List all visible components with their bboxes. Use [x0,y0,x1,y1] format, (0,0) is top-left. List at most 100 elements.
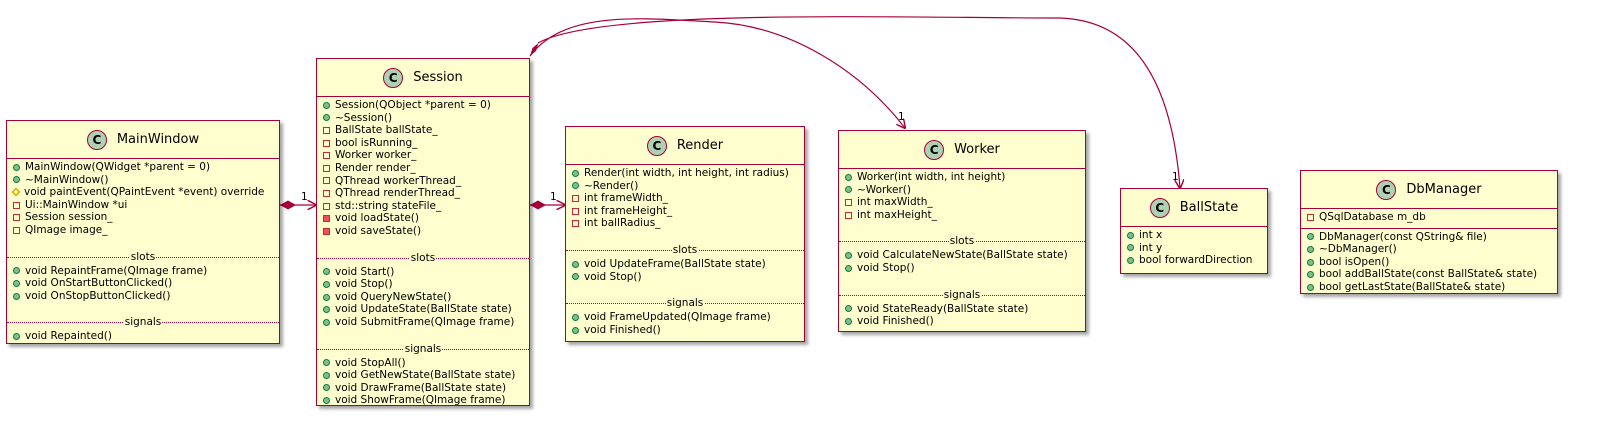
private-icon [572,194,579,202]
private-icon [13,214,20,222]
public-icon [1307,271,1314,279]
signals-separator: signals [7,316,279,329]
member-row: Session session_ [7,211,279,224]
member-row: bool isRunning_ [317,137,529,150]
member-row: bool isOpen() [1301,256,1557,269]
member-row: void Stop() [566,271,804,284]
member-row: bool addBallState(const BallState& state… [1301,268,1557,281]
member-row: void GetNewState(BallState state) [317,369,529,382]
class-header: C Worker [839,131,1085,169]
slots-separator: slots [839,235,1085,248]
public-icon [845,264,852,272]
public-icon [13,163,20,171]
public-icon [845,317,852,325]
member-row: void Stop() [317,278,529,291]
private-method-icon [323,215,330,223]
member-row: void UpdateState(BallState state) [317,303,529,316]
public-icon [323,114,330,122]
class-name: BallState [1179,200,1239,215]
member-row: int y [1121,242,1267,255]
member-row: void RepaintFrame(QImage frame) [7,265,279,278]
member-row: QSqlDatabase m_db [1301,211,1557,224]
class-icon: C [1376,179,1397,200]
member-row: int maxWidth_ [839,196,1085,209]
private-icon [845,198,852,206]
private-icon [13,201,20,209]
public-icon [1127,244,1134,252]
member-row: QImage image_ [7,224,279,237]
multiplicity-label: 1 [550,191,557,203]
class-dbmanager: C DbManager QSqlDatabase m_db DbManager(… [1300,170,1558,294]
public-icon [13,279,20,287]
member-row: QThread renderThread_ [317,187,529,200]
public-icon [323,268,330,276]
class-header: C Render [566,127,804,165]
member-row: bool forwardDirection [1121,254,1267,267]
member-row: void saveState() [317,225,529,238]
public-icon [13,292,20,300]
class-name: Session [413,70,463,85]
public-icon [572,273,579,281]
member-row: bool getLastState(BallState& state) [1301,281,1557,294]
public-icon [845,305,852,313]
class-name: Worker [954,142,1000,157]
public-icon [845,186,852,194]
public-icon [323,101,330,109]
member-row: Ui::MainWindow *ui [7,199,279,212]
protected-icon [11,188,21,197]
class-session: C Session Session(QObject *parent = 0) ~… [316,58,530,406]
member-row: void paintEvent(QPaintEvent *event) over… [7,186,279,199]
member-row: ~Session() [317,112,529,125]
class-members: Session(QObject *parent = 0) ~Session() … [317,97,529,411]
member-row: void CalculateNewState(BallState state) [839,249,1085,262]
member-row: DbManager(const QString& file) [1301,231,1557,244]
member-row: BallState ballState_ [317,124,529,137]
class-icon: C [1149,197,1170,218]
class-worker: C Worker Worker(int width, int height) ~… [838,130,1086,332]
member-row: void DrawFrame(BallState state) [317,382,529,395]
member-row: void SubmitFrame(QImage frame) [317,316,529,329]
public-icon [323,371,330,379]
public-icon [1127,231,1134,239]
private-icon [323,139,330,147]
public-icon [1307,233,1314,241]
private-icon [323,152,330,160]
slots-separator: slots [317,251,529,264]
private-icon [13,226,20,234]
class-members: Worker(int width, int height) ~Worker() … [839,169,1085,332]
public-icon [323,384,330,392]
class-ballstate: C BallState int x int y bool forwardDire… [1120,188,1268,274]
member-row: void FrameUpdated(QImage frame) [566,311,804,324]
class-icon: C [924,139,945,160]
class-header: C BallState [1121,189,1267,227]
slots-separator: slots [566,243,804,256]
class-members: int x int y bool forwardDirection [1121,227,1267,271]
composition-diamond [280,200,296,210]
member-row: MainWindow(QWidget *parent = 0) [7,161,279,174]
relation-session-worker: 1 [529,18,905,128]
member-row: int ballRadius_ [566,217,804,230]
member-row: Render(int width, int height, int radius… [566,167,804,180]
class-icon: C [383,67,404,88]
member-row: ~Worker() [839,184,1085,197]
class-members: MainWindow(QWidget *parent = 0) ~MainWin… [7,159,279,347]
class-name: DbManager [1406,182,1482,197]
public-icon [572,326,579,334]
member-row: Render render_ [317,162,529,175]
public-icon [1307,283,1314,291]
composition-diamond [530,43,539,56]
private-icon [323,126,330,134]
composition-diamond [530,200,546,210]
class-mainwindow: C MainWindow MainWindow(QWidget *parent … [6,120,280,344]
private-icon [1307,213,1314,221]
class-attributes: QSqlDatabase m_db [1301,209,1557,229]
public-icon [13,333,20,341]
private-method-icon [323,227,330,235]
member-row: void QueryNewState() [317,291,529,304]
relation-session-ballstate: 1 [537,16,1180,188]
class-members: Render(int width, int height, int radius… [566,165,804,340]
public-icon [13,267,20,275]
private-icon [572,220,579,228]
